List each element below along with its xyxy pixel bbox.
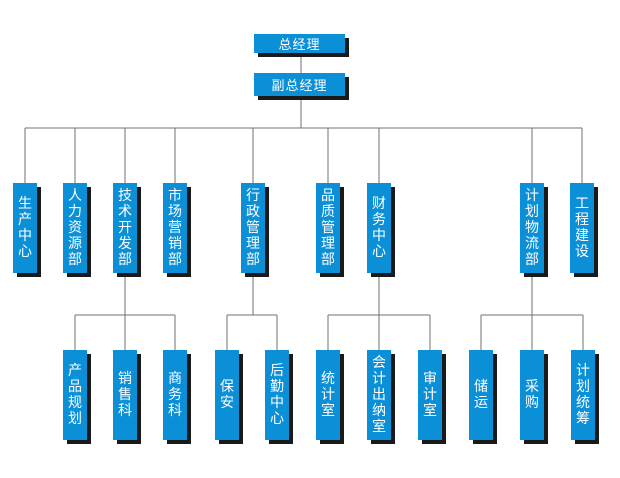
department-box: 财务中心 [367, 183, 391, 273]
department-box-label: 品质管理部 [321, 188, 335, 268]
deputy-manager-label: 副总经理 [271, 79, 328, 94]
sub-unit-box-label: 采购 [525, 379, 539, 411]
deputy-manager-box: 副总经理 [254, 73, 345, 96]
sub-unit-box-label: 后勤中心 [270, 363, 284, 427]
sub-unit-box: 统计室 [316, 350, 340, 440]
sub-unit-box-label: 销售科 [118, 371, 132, 419]
sub-unit-box-label: 产品规划 [68, 363, 82, 427]
sub-unit-box: 销售科 [113, 350, 137, 440]
sub-unit-box: 保安 [215, 350, 239, 440]
department-box-label: 人力资源部 [68, 188, 82, 268]
department-box-label: 计划物流部 [525, 188, 539, 268]
sub-unit-box: 计划统筹 [571, 350, 595, 440]
department-box: 品质管理部 [316, 183, 340, 273]
sub-unit-box: 审计室 [418, 350, 442, 440]
department-box: 行政管理部 [241, 183, 265, 273]
sub-unit-box-label: 会计出纳室 [372, 355, 386, 435]
department-box-label: 市场营销部 [168, 188, 182, 268]
sub-unit-box: 后勤中心 [265, 350, 289, 440]
general-manager-label: 总经理 [278, 38, 321, 53]
sub-unit-box: 采购 [520, 350, 544, 440]
sub-unit-box: 产品规划 [63, 350, 87, 440]
department-box-label: 工程建设 [575, 196, 589, 260]
sub-unit-box-label: 保安 [220, 379, 234, 411]
sub-unit-box-label: 商务科 [168, 371, 182, 419]
sub-unit-box-label: 计划统筹 [576, 363, 590, 427]
sub-unit-box: 储运 [469, 350, 493, 440]
department-box-label: 生产中心 [18, 196, 32, 260]
department-box: 技术开发部 [113, 183, 137, 273]
general-manager-box: 总经理 [254, 34, 345, 53]
sub-unit-box-label: 审计室 [423, 371, 437, 419]
department-box: 工程建设 [570, 183, 594, 273]
sub-unit-box: 会计出纳室 [367, 350, 391, 440]
department-box: 生产中心 [13, 183, 37, 273]
department-box: 市场营销部 [163, 183, 187, 273]
sub-unit-box-label: 统计室 [321, 371, 335, 419]
department-box-label: 财务中心 [372, 196, 386, 260]
sub-unit-box: 商务科 [163, 350, 187, 440]
department-box-label: 技术开发部 [118, 188, 132, 268]
sub-unit-box-label: 储运 [474, 379, 488, 411]
department-box-label: 行政管理部 [246, 188, 260, 268]
department-box: 人力资源部 [63, 183, 87, 273]
department-box: 计划物流部 [520, 183, 544, 273]
